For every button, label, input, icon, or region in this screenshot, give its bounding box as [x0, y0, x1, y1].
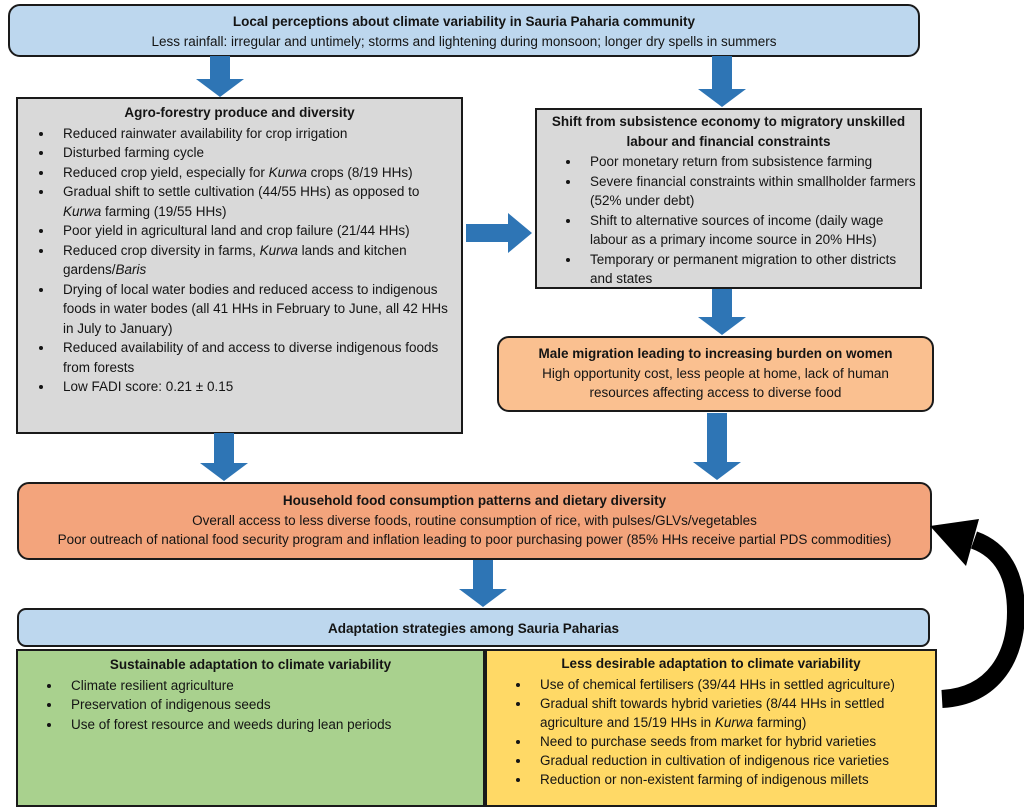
- agro-forestry-box: Agro-forestry produce and diversity Redu…: [16, 97, 463, 434]
- male-migration-title: Male migration leading to increasing bur…: [538, 346, 893, 361]
- bullet-item: Gradual reduction in cultivation of indi…: [531, 751, 935, 770]
- down-arrow-icon: [196, 56, 244, 97]
- food-consumption-box: Household food consumption patterns and …: [17, 482, 932, 560]
- agro-forestry-title: Agro-forestry produce and diversity: [124, 105, 355, 120]
- subsistence-shift-box: Shift from subsistence economy to migrat…: [535, 108, 922, 289]
- bullet-item: Severe financial constraints within smal…: [581, 172, 920, 211]
- arrow-feedback-less-desirable-to-food: [930, 519, 1024, 708]
- perception-title: Local perceptions about climate variabil…: [232, 14, 696, 29]
- bullet-item: Poor monetary return from subsistence fa…: [581, 152, 920, 172]
- bullet-item: Gradual shift towards hybrid varieties (…: [531, 694, 935, 732]
- arrow-perception-to-shift: [698, 56, 746, 107]
- adaptation-strategies-title: Adaptation strategies among Sauria Pahar…: [327, 621, 620, 636]
- sustainable-adaptation-box: Sustainable adaptation to climate variab…: [16, 649, 485, 807]
- bullet-item: Use of forest resource and weeds during …: [62, 715, 483, 735]
- bullet-item: Shift to alternative sources of income (…: [581, 211, 920, 250]
- curved-arrow-icon: [941, 531, 1024, 708]
- bullet-item: Gradual shift to settle cultivation (44/…: [54, 182, 461, 221]
- male-migration-box: Male migration leading to increasing bur…: [497, 336, 934, 412]
- bullet-item: Preservation of indigenous seeds: [62, 695, 483, 715]
- arrow-agro-to-shift: [466, 213, 532, 253]
- arrow-migration-to-food: [693, 413, 741, 480]
- bullet-item: Poor yield in agricultural land and crop…: [54, 221, 461, 241]
- subsistence-shift-title: Shift from subsistence economy to migrat…: [551, 114, 906, 149]
- food-consumption-line1: Overall access to less diverse foods, ro…: [192, 512, 757, 528]
- left-arrowhead-icon: [930, 519, 979, 566]
- sustainable-adaptation-bullet-list: Climate resilient agriculturePreservatio…: [18, 676, 483, 735]
- arrow-agro-to-food: [200, 433, 248, 481]
- bullet-item: Reduction or non-existent farming of ind…: [531, 770, 935, 789]
- food-consumption-title: Household food consumption patterns and …: [282, 493, 667, 508]
- arrow-food-to-adaptation: [459, 560, 507, 607]
- down-arrow-icon: [698, 289, 746, 335]
- sustainable-adaptation-title: Sustainable adaptation to climate variab…: [109, 657, 392, 672]
- perception-box: Local perceptions about climate variabil…: [8, 4, 920, 57]
- perception-subtitle: Less rainfall: irregular and untimely; s…: [151, 33, 777, 49]
- bullet-item: Need to purchase seeds from market for h…: [531, 732, 935, 751]
- down-arrow-icon: [693, 413, 741, 480]
- down-arrow-icon: [459, 560, 507, 607]
- adaptation-strategies-bar: Adaptation strategies among Sauria Pahar…: [17, 608, 930, 647]
- bullet-item: Drying of local water bodies and reduced…: [54, 280, 461, 339]
- bullet-item: Climate resilient agriculture: [62, 676, 483, 696]
- subsistence-shift-bullet-list: Poor monetary return from subsistence fa…: [537, 152, 920, 289]
- bullet-item: Reduced availability of and access to di…: [54, 338, 461, 377]
- bullet-item: Disturbed farming cycle: [54, 143, 461, 163]
- agro-forestry-bullet-list: Reduced rainwater availability for crop …: [18, 124, 461, 397]
- down-arrow-icon: [698, 56, 746, 107]
- male-migration-body: High opportunity cost, less people at ho…: [542, 365, 889, 401]
- arrow-perception-to-agro: [196, 56, 244, 97]
- bullet-item: Use of chemical fertilisers (39/44 HHs i…: [531, 675, 935, 694]
- less-desirable-adaptation-box: Less desirable adaptation to climate var…: [485, 649, 937, 807]
- bullet-item: Reduced crop yield, especially for Kurwa…: [54, 163, 461, 183]
- less-desirable-bullet-list: Use of chemical fertilisers (39/44 HHs i…: [487, 675, 935, 789]
- bullet-item: Reduced rainwater availability for crop …: [54, 124, 461, 144]
- bullet-item: Temporary or permanent migration to othe…: [581, 250, 920, 289]
- less-desirable-adaptation-title: Less desirable adaptation to climate var…: [561, 656, 861, 671]
- down-arrow-icon: [200, 433, 248, 481]
- arrow-shift-to-migration: [698, 289, 746, 335]
- right-arrow-icon: [466, 213, 532, 253]
- bullet-item: Low FADI score: 0.21 ± 0.15: [54, 377, 461, 397]
- food-consumption-line2: Poor outreach of national food security …: [57, 532, 892, 547]
- bullet-item: Reduced crop diversity in farms, Kurwa l…: [54, 241, 461, 280]
